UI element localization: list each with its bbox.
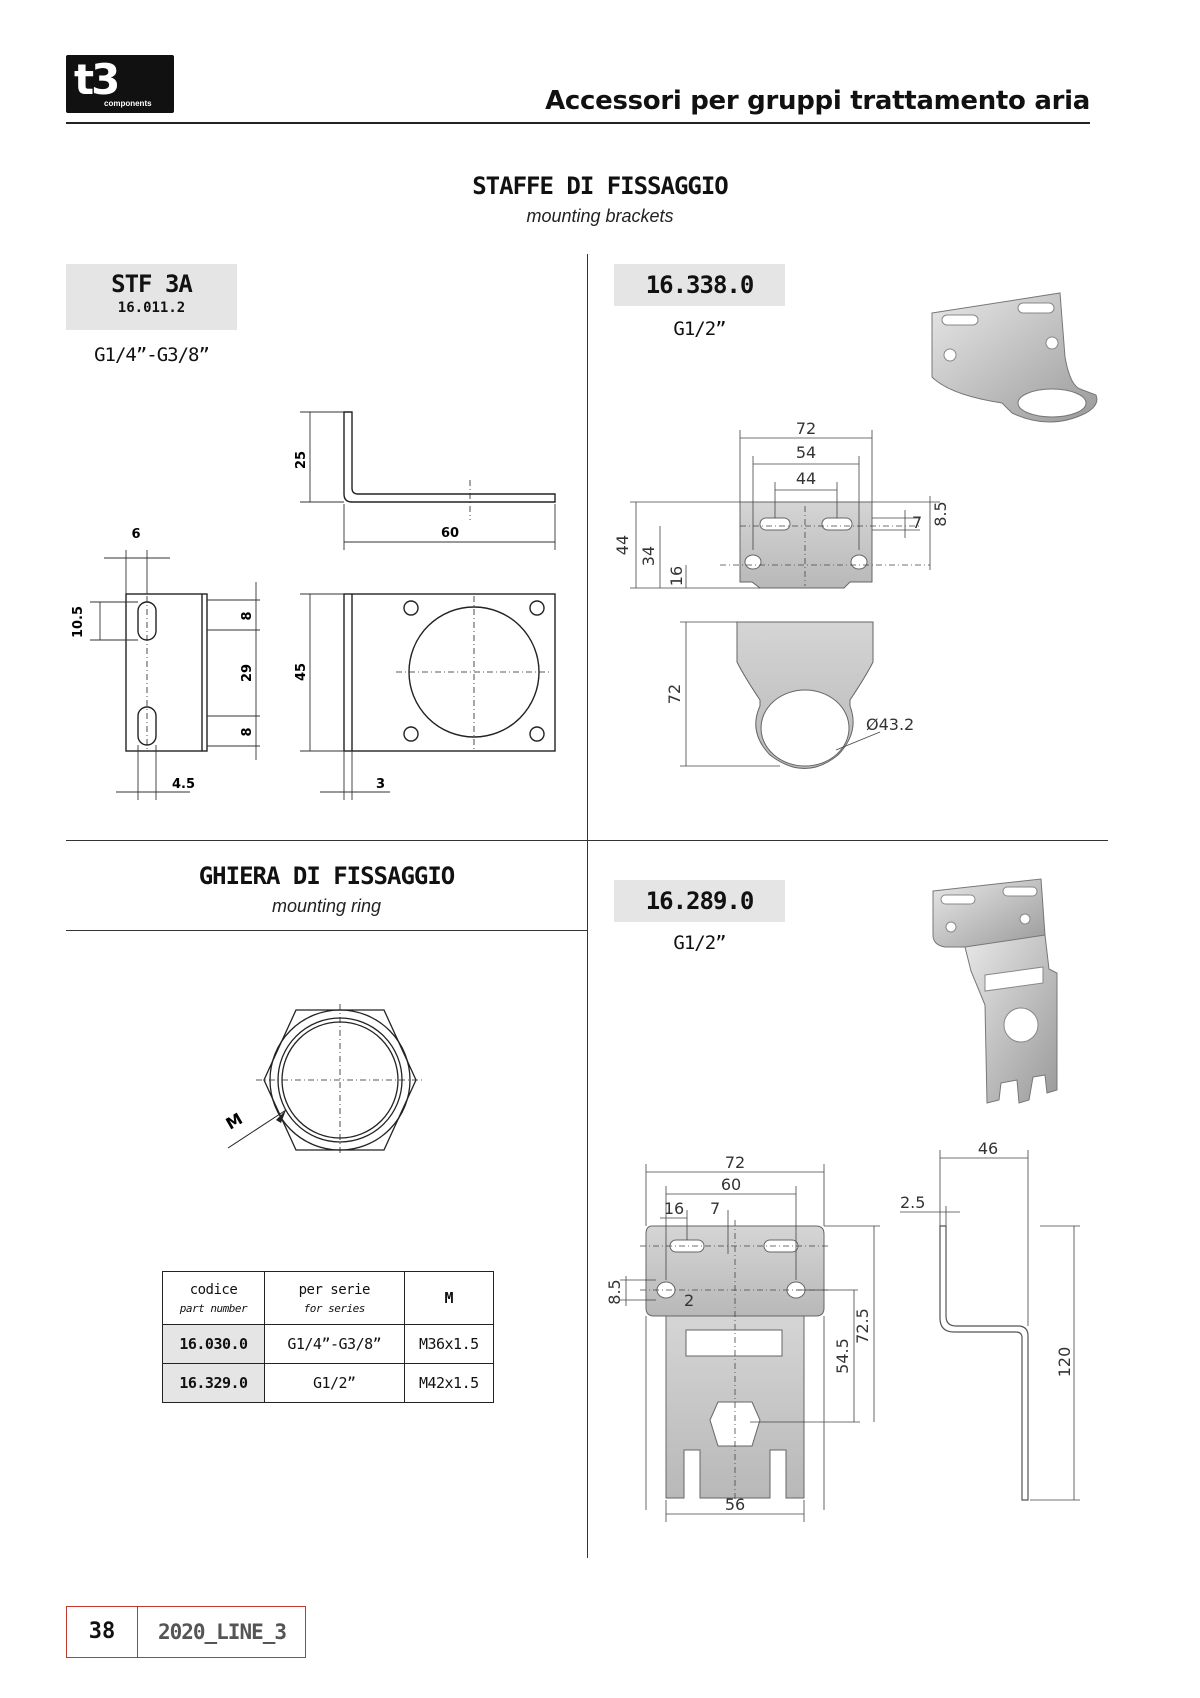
column-divider-top — [587, 254, 588, 840]
b16338-dim-44-vertical: 44 — [613, 535, 632, 555]
ring-label-m: M — [223, 1109, 246, 1133]
b16289-dim-56: 56 — [725, 1495, 745, 1514]
row-code: 16.329.0 — [162, 1363, 265, 1403]
b16338-dim-8-5: 8.5 — [931, 501, 950, 526]
stf3a-part-box: STF 3A 16.011.2 — [66, 264, 237, 330]
stf3a-dim-6: 6 — [131, 527, 140, 542]
b16338-dim-diameter: Ø43.2 — [866, 715, 914, 734]
b16338-dim-72-vertical: 72 — [665, 684, 684, 704]
header-m: M — [403, 1271, 495, 1325]
b16289-dim-2-5: 2.5 — [900, 1193, 925, 1212]
ring-section-title: GHIERA DI FISSAGGIO — [198, 862, 456, 890]
b16338-dim-54: 54 — [796, 443, 816, 462]
ring-header-divider — [66, 930, 587, 931]
ring-section-subtitle: mounting ring — [271, 896, 382, 916]
logo-mark: t3 — [74, 55, 120, 104]
row-m: M42x1.5 — [403, 1363, 495, 1403]
b16338-dim-16: 16 — [667, 566, 686, 586]
brand-logo: t3 components — [66, 55, 174, 113]
stf3a-dim-3: 3 — [376, 777, 385, 792]
b16289-dim-7: 7 — [710, 1199, 720, 1218]
b16338-thread: G1/2” — [673, 318, 726, 340]
b16289-photo — [932, 878, 1058, 1104]
page-footer: 38 2020_LINE_3 — [66, 1606, 306, 1658]
b16289-dim-72-5: 72.5 — [853, 1308, 872, 1344]
b16289-code: 16.289.0 — [645, 887, 755, 915]
row-m: M36x1.5 — [403, 1324, 495, 1364]
row-code: 16.030.0 — [162, 1324, 265, 1364]
catalog-label: 2020_LINE_3 — [157, 1620, 287, 1644]
stf3a-dim-10-5: 10.5 — [71, 606, 86, 638]
b16289-dim-8-5: 8.5 — [605, 1279, 624, 1304]
b16289-dim-16: 16 — [664, 1199, 684, 1218]
b16289-dim-60: 60 — [721, 1175, 741, 1194]
header-divider — [66, 122, 1090, 124]
stf3a-dim-4-5: 4.5 — [172, 777, 195, 792]
b16289-part-box: 16.289.0 — [614, 880, 785, 922]
table-row: 16.329.0 G1/2” M42x1.5 — [162, 1363, 495, 1403]
row-series: G1/4”-G3/8” — [263, 1324, 405, 1364]
stf3a-dim-60: 60 — [441, 526, 459, 541]
stf3a-sub-code: 16.011.2 — [117, 300, 186, 316]
b16338-dim-44: 44 — [796, 469, 816, 488]
column-divider-bottom — [587, 840, 588, 1558]
table-row: 16.030.0 G1/4”-G3/8” M36x1.5 — [162, 1324, 495, 1364]
page-number: 38 — [67, 1607, 138, 1657]
page-header-title: Accessori per gruppi trattamento aria — [545, 86, 1090, 116]
b16289-thread: G1/2” — [673, 932, 726, 954]
b16338-code: 16.338.0 — [645, 271, 755, 299]
stf3a-thread: G1/4”-G3/8” — [94, 344, 210, 366]
b16338-photo — [931, 292, 1098, 423]
b16289-dim-2: 2 — [684, 1291, 694, 1310]
ring-drawing: M — [223, 1004, 424, 1156]
brackets-section-subtitle: mounting brackets — [526, 206, 674, 226]
stf3a-drawing: 25 60 45 3 6 10.5 8 29 8 4.5 — [71, 411, 556, 800]
stf3a-dim-8-top: 8 — [240, 611, 255, 620]
b16289-dim-120: 120 — [1055, 1347, 1074, 1378]
stf3a-dim-8-bottom: 8 — [240, 727, 255, 736]
b16338-part-box: 16.338.0 — [614, 264, 785, 306]
brackets-section-title: STAFFE DI FISSAGGIO — [472, 172, 729, 200]
b16289-dim-54-5: 54.5 — [833, 1338, 852, 1374]
stf3a-dim-45: 45 — [294, 663, 309, 681]
b16338-drawing: 72 54 44 7 8.5 44 34 16 72 Ø43.2 — [613, 419, 950, 769]
b16289-dim-46: 46 — [978, 1139, 998, 1158]
stf3a-code: STF 3A — [111, 270, 193, 298]
b16338-dim-72: 72 — [796, 419, 816, 438]
b16289-drawing: 72 60 16 7 8.5 2 54.5 72.5 56 46 2.5 120 — [605, 1139, 1080, 1522]
b16338-dim-34: 34 — [639, 546, 658, 566]
b16289-dim-72: 72 — [725, 1153, 745, 1172]
stf3a-dim-29: 29 — [240, 664, 255, 682]
row-series: G1/2” — [263, 1363, 405, 1403]
logo-subtext: components — [104, 99, 152, 108]
row-divider — [66, 840, 1108, 841]
b16338-dim-7: 7 — [912, 513, 922, 532]
stf3a-dim-25: 25 — [294, 451, 309, 469]
